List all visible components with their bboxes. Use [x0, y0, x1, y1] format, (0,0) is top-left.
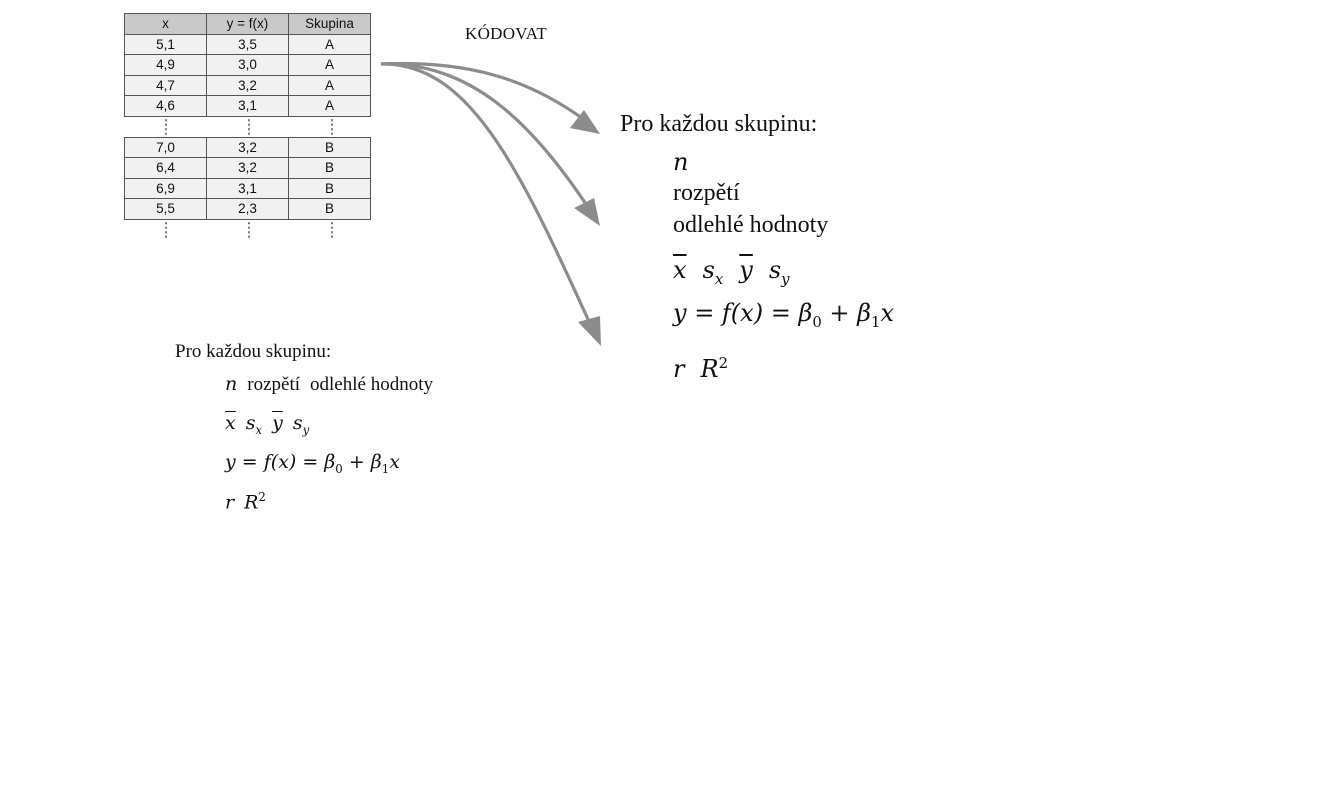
beta0-subscript: 0 — [335, 461, 343, 476]
table-row: 7,0 3,2 B — [124, 136, 375, 158]
vertical-ellipsis-icon — [331, 220, 333, 239]
ybar-symbol: y — [272, 412, 283, 434]
beta1-subscript: 1 — [381, 461, 390, 476]
vertical-ellipsis-icon — [248, 117, 250, 136]
data-table: x y = f(x) Skupina 5,1 3,5 A 4,9 3,0 A 4… — [124, 13, 375, 239]
table-row: 6,9 3,1 B — [124, 177, 375, 199]
xbar-symbol: x — [225, 412, 236, 434]
left-first-line: n rozpětí odlehlé hodnoty — [225, 373, 433, 396]
table-cell: 3,1 — [206, 177, 289, 199]
arrow-to-title — [380, 61, 587, 123]
sx-base: s — [702, 256, 715, 284]
sx-base: s — [245, 412, 256, 434]
right-regression-formula: y = f(x) = β0 + β1x — [673, 299, 894, 331]
sy-symbol: sy — [768, 256, 790, 288]
sy-base: s — [768, 256, 782, 284]
sx-subscript: x — [255, 422, 263, 437]
table-cell: 2,3 — [206, 198, 289, 220]
table-row: 5,5 2,3 B — [124, 198, 375, 220]
R-superscript: 2 — [718, 354, 729, 372]
regression-tail: x — [880, 299, 895, 327]
vertical-ellipsis-icon — [331, 117, 333, 136]
left-block-title: Pro každou skupinu: — [175, 341, 332, 362]
sy-base: s — [292, 412, 303, 434]
sy-subscript: y — [781, 269, 790, 288]
sy-symbol: sy — [292, 412, 310, 437]
beta1-subscript: 1 — [871, 312, 881, 331]
table-row: 4,9 3,0 A — [124, 54, 375, 76]
right-outliers-label: odlehlé hodnoty — [673, 212, 829, 238]
continuation-dots — [124, 220, 375, 239]
sy-subscript: y — [302, 422, 310, 437]
left-outliers-label: odlehlé hodnoty — [310, 374, 433, 395]
table-cell: 3,1 — [206, 95, 289, 117]
encode-label: KÓDOVAT — [465, 24, 548, 43]
right-n-symbol: n — [673, 148, 689, 176]
regression-lhs: y = f(x) = β — [673, 299, 813, 327]
left-range-label: rozpětí — [247, 374, 301, 395]
r-symbol: r — [225, 491, 235, 514]
vertical-ellipsis-icon — [165, 117, 167, 136]
right-range-label: rozpětí — [673, 180, 740, 206]
arrowhead-icon — [574, 198, 600, 226]
regression-plus: + β — [342, 451, 382, 473]
table-row: 4,6 3,1 A — [124, 95, 375, 117]
right-block-title: Pro každou skupinu: — [620, 111, 818, 137]
regression-lhs: y = f(x) = β — [225, 451, 336, 473]
table-cell: 4,6 — [124, 95, 207, 117]
arrow-to-range — [380, 62, 592, 211]
R-symbol: R — [700, 355, 719, 383]
ybar-symbol: y — [739, 256, 753, 284]
table-cell: 4,9 — [124, 54, 207, 76]
table-cell: 3,5 — [206, 33, 289, 55]
continuation-dots — [124, 117, 375, 136]
arrowhead-icon — [570, 110, 600, 134]
sx-subscript: x — [714, 269, 724, 288]
sx-symbol: sx — [245, 412, 263, 437]
arrowhead-icon — [578, 316, 601, 346]
R-symbol: R — [244, 491, 259, 514]
beta0-subscript: 0 — [812, 312, 822, 331]
xbar-symbol: x — [673, 256, 687, 284]
arrow-to-stats — [380, 62, 594, 329]
left-n-symbol: n — [225, 373, 238, 395]
regression-tail: x — [389, 451, 400, 473]
left-regression-formula: y = f(x) = β0 + β1x — [225, 451, 400, 476]
R-superscript: 2 — [258, 490, 266, 504]
r-symbol: r — [673, 355, 685, 383]
vertical-ellipsis-icon — [248, 220, 250, 239]
regression-plus: + β — [821, 299, 872, 327]
table-cell: 4,7 — [124, 74, 207, 96]
table-cell: B — [288, 198, 371, 220]
vertical-ellipsis-icon — [165, 220, 167, 239]
table-cell: A — [288, 95, 371, 117]
sx-symbol: sx — [702, 256, 724, 288]
table-header-cell: Skupina — [288, 13, 371, 35]
table-row: 4,7 3,2 A — [124, 74, 375, 96]
table-header-row: x y = f(x) Skupina — [124, 13, 375, 35]
